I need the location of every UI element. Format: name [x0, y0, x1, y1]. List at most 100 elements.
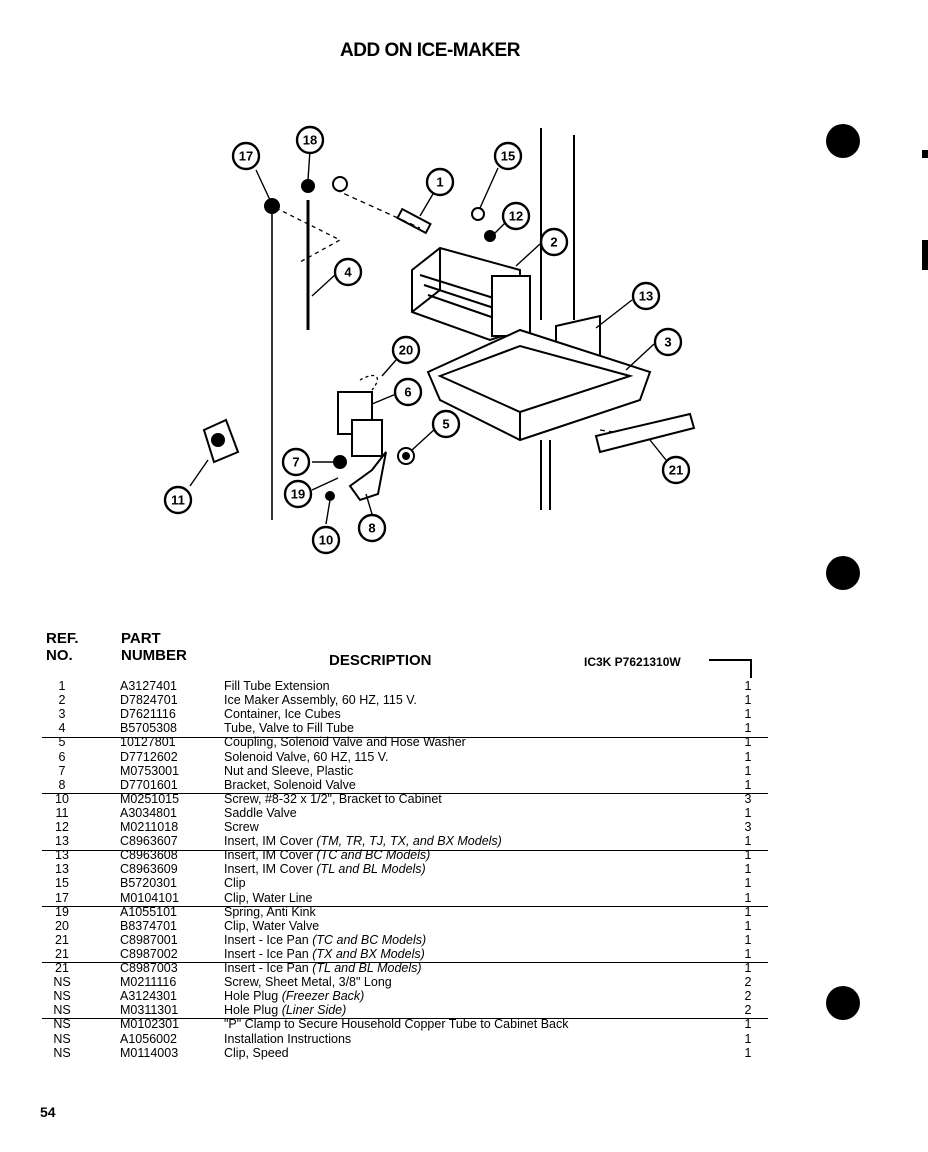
callout-number: 5 — [442, 417, 449, 432]
quantity: 1 — [744, 763, 752, 778]
quantity: 2 — [744, 989, 752, 1004]
ref-number: 3 — [58, 707, 66, 722]
page-edge-mark — [922, 150, 928, 158]
ref-header-line1: REF. — [46, 630, 79, 647]
quantity: 1 — [744, 876, 752, 891]
model-note: (TM, TR, TJ, TX, and BX Models) — [316, 834, 502, 849]
model-note: (TC and BC Models) — [312, 932, 427, 947]
table-rule — [42, 962, 768, 963]
description-text: Screw, #8-32 x 1/2", Bracket to Cabinet — [224, 791, 442, 806]
description-text: Screw — [224, 820, 259, 834]
quantity: 1 — [744, 777, 752, 792]
part-description: Clip, Water Line — [224, 891, 312, 905]
callout-circle — [357, 513, 387, 543]
callout-number: 8 — [368, 521, 375, 536]
callout-1: 1 — [425, 167, 455, 197]
quantity: 1 — [744, 862, 752, 877]
parts-row: 21 C8987003 Insert - Ice Pan (TL and BL Mo… — [0, 961, 928, 975]
callout-circle — [425, 167, 455, 197]
callout-circle — [391, 335, 421, 365]
description-text: Clip, Water Line — [224, 890, 313, 905]
callout-18: 18 — [295, 125, 325, 155]
quantity: 1 — [744, 1045, 752, 1060]
model-note: (Liner Side) — [281, 1003, 347, 1018]
quantity: 1 — [744, 932, 752, 947]
quantity: 1 — [744, 721, 752, 736]
ref-number: 5 — [58, 735, 66, 750]
ref-number: 1 — [58, 679, 66, 693]
part-number: B8374701 — [120, 918, 178, 933]
description-text: Spring, Anti Kink — [224, 904, 316, 919]
part-description: Container, Ice Cubes — [224, 707, 341, 721]
part-number: D7701601 — [120, 777, 178, 792]
ref-header-line2: NO. — [46, 647, 73, 664]
quantity: 1 — [744, 890, 752, 905]
callout-number: 11 — [171, 493, 185, 508]
part-description: Bracket, Solenoid Valve — [224, 778, 356, 792]
part-description: Clip — [224, 876, 246, 890]
callout-number: 19 — [291, 487, 305, 502]
ref-number: 19 — [55, 904, 69, 919]
part-description: Tube, Valve to Fill Tube — [224, 721, 354, 735]
part-description: Insert, IM Cover (TL and BL Models) — [224, 862, 426, 876]
callout-circle — [333, 257, 363, 287]
part-number: C8963609 — [120, 862, 178, 877]
callout-circle — [231, 141, 261, 171]
callout-20: 20 — [391, 335, 421, 365]
part-description: Fill Tube Extension — [224, 679, 330, 693]
model-column-bracket — [709, 659, 752, 678]
callout-circle — [661, 455, 691, 485]
callout-17: 17 — [231, 141, 261, 171]
callout-number: 20 — [399, 343, 413, 358]
ref-number: NS — [53, 975, 71, 990]
part-number: M0311301 — [120, 1003, 179, 1018]
part-number: M0211116 — [120, 975, 177, 990]
callout-13: 13 — [631, 281, 661, 311]
model-note: (TL and BL Models) — [312, 961, 422, 975]
callout-19: 19 — [283, 479, 313, 509]
callout-circle — [283, 479, 313, 509]
quantity: 1 — [744, 805, 752, 820]
part-number: M0104101 — [120, 890, 180, 905]
callout-circle — [281, 447, 311, 477]
part-number: D7824701 — [120, 693, 178, 708]
callout-15: 15 — [493, 141, 523, 171]
ref-number: 4 — [58, 721, 66, 736]
quantity: 1 — [744, 679, 752, 693]
callout-3: 3 — [653, 327, 683, 357]
page-title: ADD ON ICE-MAKER — [340, 40, 520, 61]
part-number: C8987003 — [120, 961, 178, 975]
description-text: Clip, Water Valve — [224, 918, 320, 933]
callout-number: 1 — [436, 175, 443, 190]
part-description: Insert, IM Cover (TC and BC Models) — [224, 848, 430, 862]
table-rule — [42, 906, 768, 907]
description-text: Clip, Speed — [224, 1045, 289, 1060]
quantity: 1 — [744, 961, 752, 975]
table-rule — [42, 850, 768, 851]
callout-circle — [393, 377, 423, 407]
callout-number: 15 — [501, 149, 515, 164]
part-description: Insert - Ice Pan (TX and BX Models) — [224, 947, 425, 961]
ref-number: NS — [53, 1045, 71, 1060]
quantity: 1 — [744, 693, 752, 708]
description-text: Tube, Valve to Fill Tube — [224, 721, 354, 736]
ref-number: 21 — [55, 961, 69, 975]
callout-circle — [653, 327, 683, 357]
description-text: Coupling, Solenoid Valve and Hose Washer — [224, 735, 466, 750]
part-description: Insert - Ice Pan (TC and BC Models) — [224, 933, 426, 947]
description-text: Fill Tube Extension — [224, 679, 330, 693]
description-text: Insert - Ice Pan — [224, 961, 313, 975]
ref-number: 12 — [55, 820, 69, 834]
